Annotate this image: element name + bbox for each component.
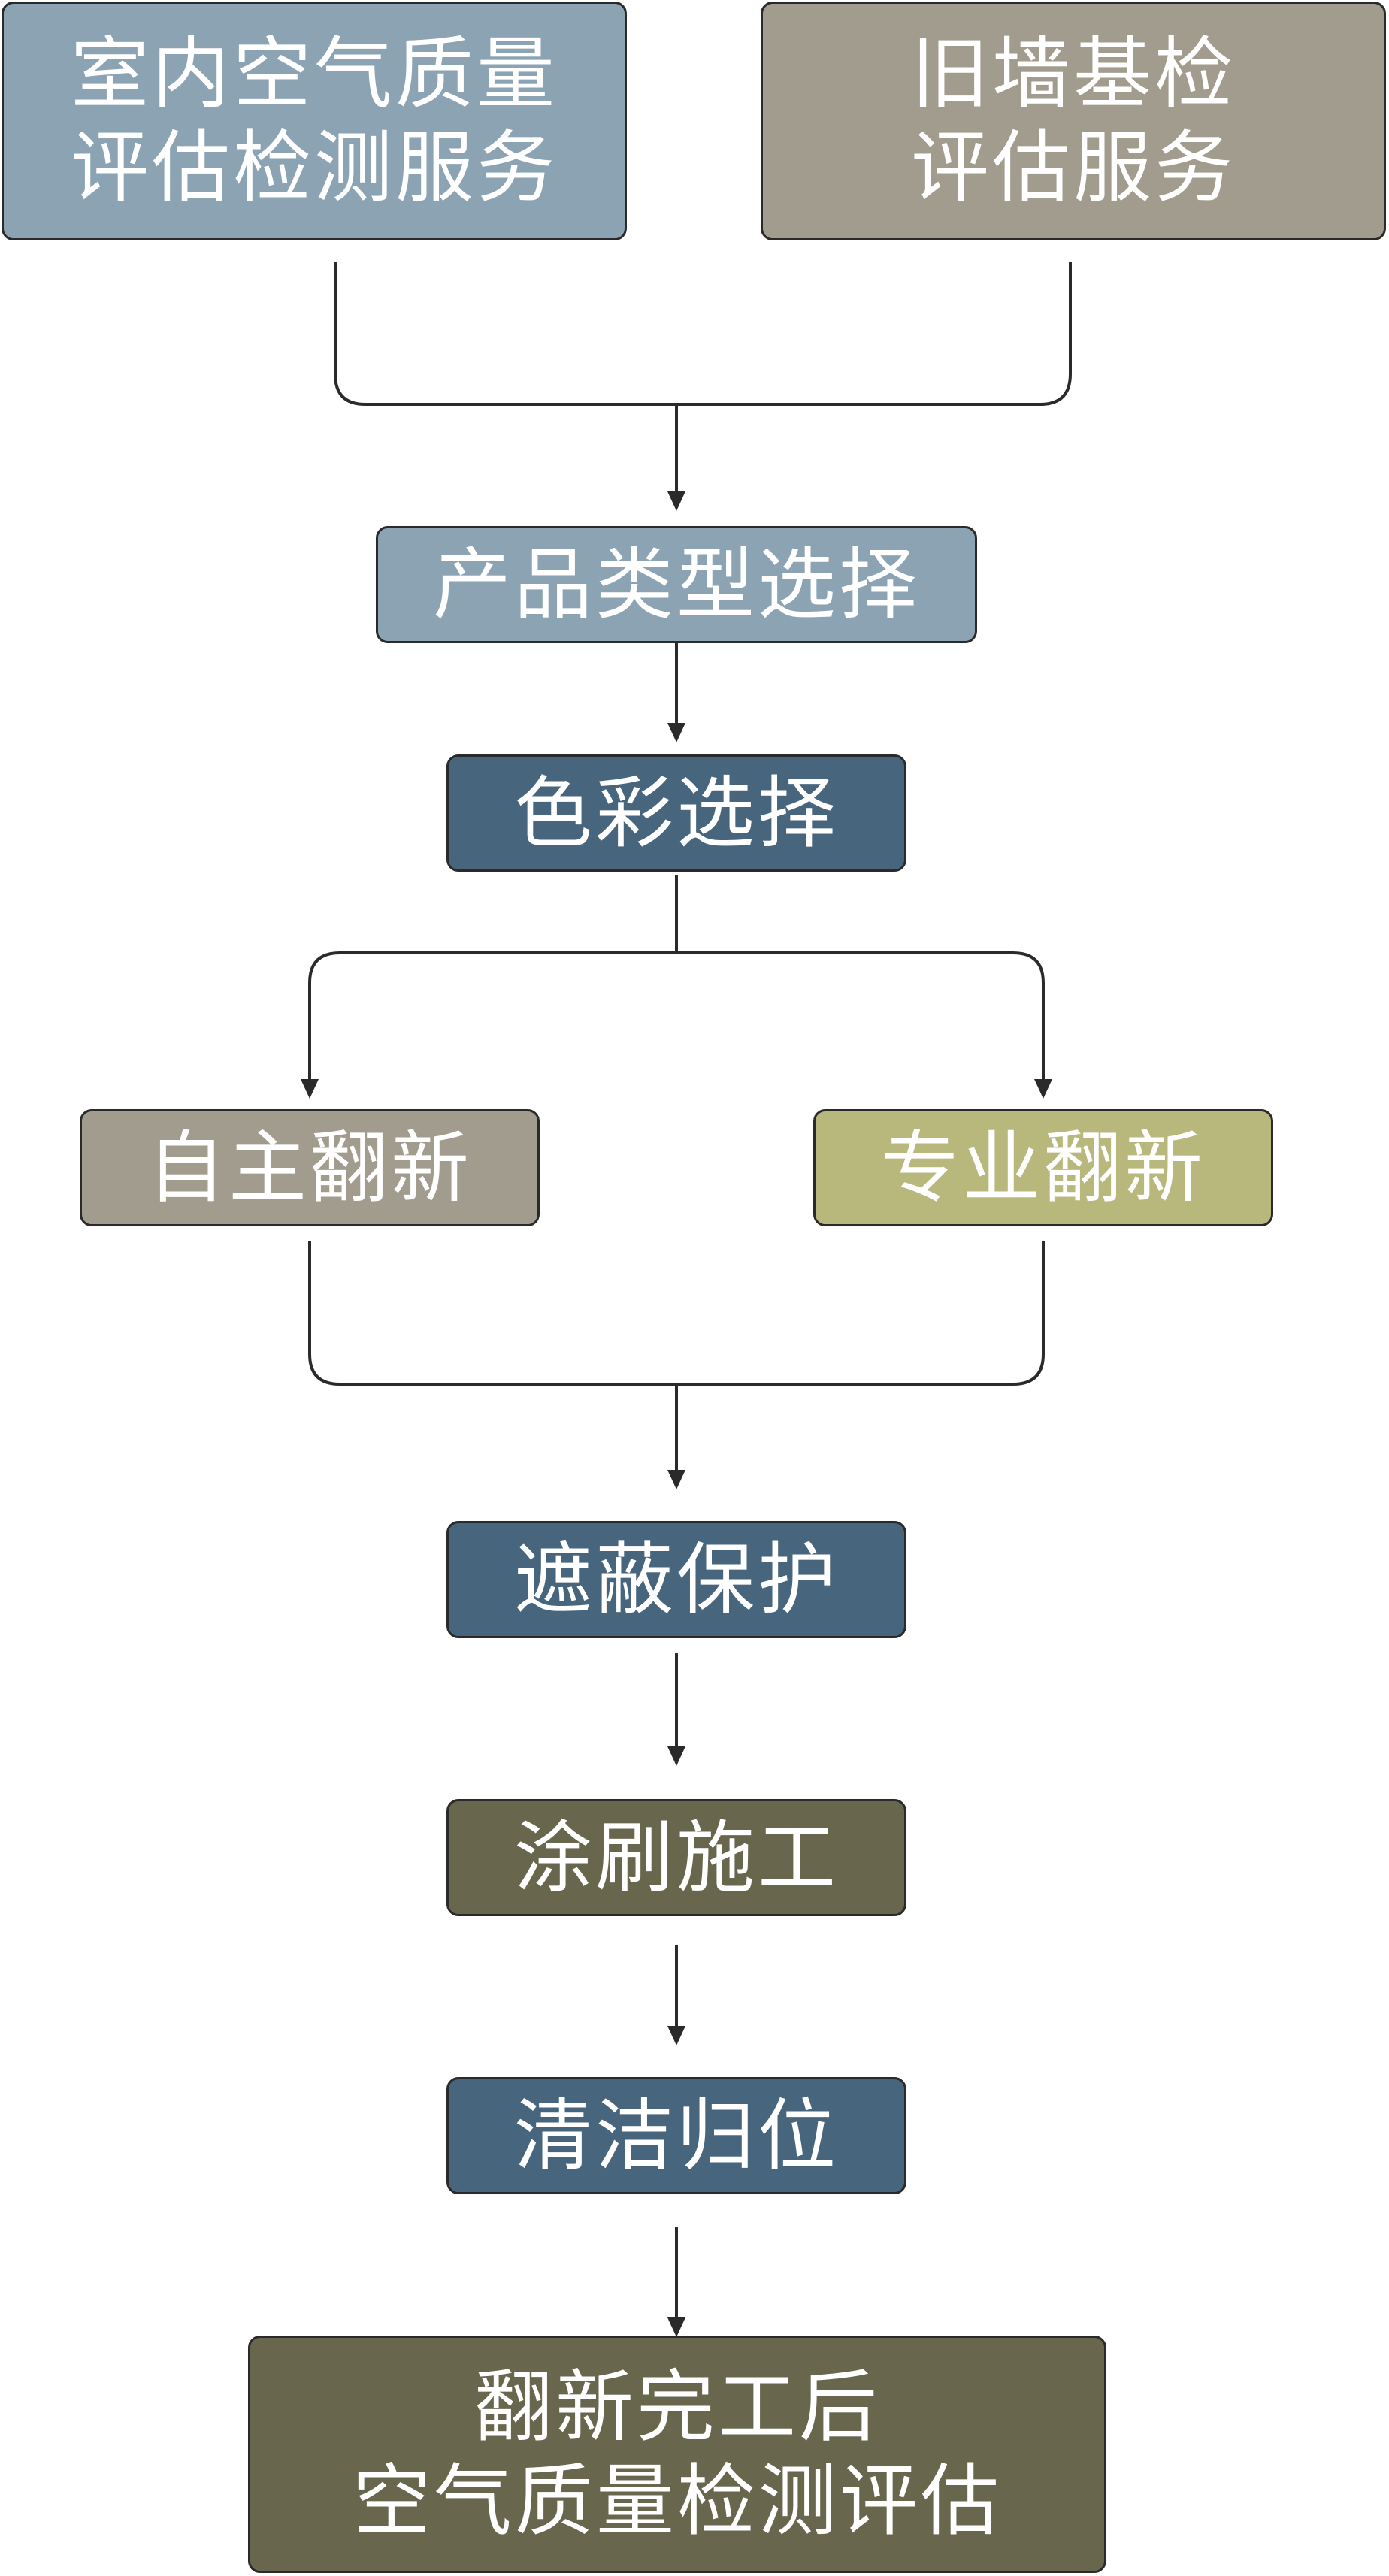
arrowhead-professional-renovation [1034,1079,1052,1099]
self-renovation-box: 自主翻新 [80,1109,540,1226]
final-air-assessment-box: 翻新完工后 空气质量检测评估 [248,2336,1106,2573]
self-renovation-label: 自主翻新 [147,1121,472,1214]
color-selection-label: 色彩选择 [513,766,839,859]
arrowhead-self-renovation [301,1079,319,1099]
indoor-air-assessment-label: 室内空气质量 评估检测服务 [70,28,558,213]
arrowhead-product-type [667,491,685,511]
color-selection-box: 色彩选择 [446,754,906,872]
arrowhead-painting [667,1746,685,1766]
old-wall-inspection-box: 旧墙基检 评估服务 [761,2,1386,240]
arrowhead-color [667,723,685,742]
painting-construction-box: 涂刷施工 [446,1799,906,1916]
product-type-selection-box: 产品类型选择 [376,526,977,643]
old-wall-inspection-label: 旧墙基检 评估服务 [910,28,1236,213]
cleaning-restore-label: 清洁归位 [513,2089,839,2181]
masking-protection-label: 遮蔽保护 [513,1533,839,1625]
arrowhead-final [667,2317,685,2337]
cleaning-restore-box: 清洁归位 [446,2077,906,2194]
product-type-selection-label: 产品类型选择 [432,538,920,630]
arrowhead-masking [667,1470,685,1489]
masking-protection-box: 遮蔽保护 [446,1521,906,1638]
connector-color-split [308,875,1045,1084]
professional-renovation-box: 专业翻新 [813,1109,1273,1226]
arrowhead-cleaning [667,2026,685,2045]
indoor-air-assessment-box: 室内空气质量 评估检测服务 [2,2,627,240]
connector-renovation-merge [308,1241,1045,1386]
connector-top-merge [334,262,1072,406]
painting-construction-label: 涂刷施工 [513,1811,839,1903]
final-air-assessment-label: 翻新完工后 空气质量检测评估 [352,2361,1002,2547]
professional-renovation-label: 专业翻新 [880,1121,1206,1214]
